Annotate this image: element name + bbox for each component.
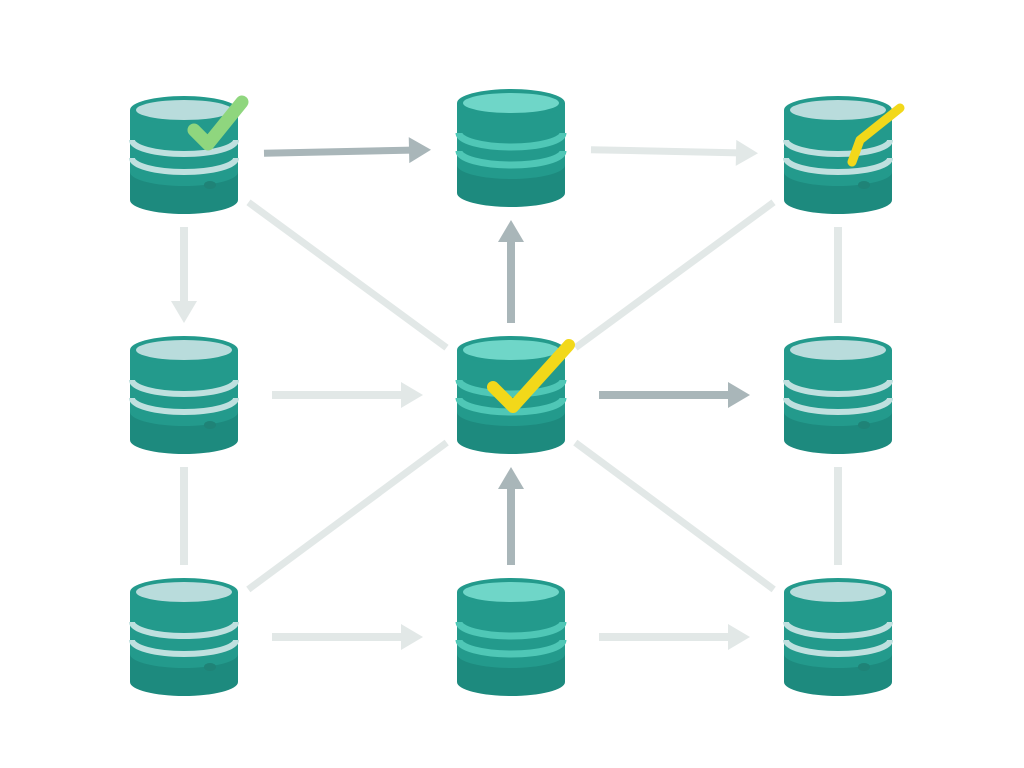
db-band bbox=[455, 639, 567, 658]
status-light-icon bbox=[858, 181, 870, 189]
db-band bbox=[783, 379, 893, 397]
db-band bbox=[783, 139, 893, 157]
connector-line bbox=[246, 199, 449, 351]
status-light-icon bbox=[204, 663, 216, 671]
db-band bbox=[129, 621, 239, 639]
arrowhead-icon bbox=[401, 382, 423, 408]
db-band bbox=[129, 139, 239, 157]
status-light-icon bbox=[204, 181, 216, 189]
db-band bbox=[129, 379, 239, 397]
edge-center-to-top-middle bbox=[498, 220, 524, 323]
db-top bbox=[463, 582, 559, 602]
database-node-top-left[interactable] bbox=[129, 95, 249, 214]
database-node-middle-right[interactable] bbox=[783, 336, 893, 454]
database-node-center[interactable] bbox=[455, 336, 575, 454]
edge-center-to-bottom-right bbox=[573, 439, 776, 593]
db-band bbox=[783, 621, 893, 639]
status-light-icon bbox=[858, 663, 870, 671]
arrowhead-icon bbox=[735, 139, 759, 166]
status-light-icon bbox=[858, 421, 870, 429]
edge-center-to-top-right bbox=[573, 199, 776, 351]
db-band bbox=[455, 150, 567, 169]
db-band bbox=[129, 157, 239, 175]
edge-top-left-to-top-middle bbox=[263, 137, 432, 164]
db-top bbox=[463, 340, 559, 360]
arrowhead-icon bbox=[401, 624, 423, 650]
arrowhead-icon bbox=[408, 137, 432, 164]
edges-layer bbox=[171, 137, 842, 650]
edge-middle-left-to-center bbox=[272, 382, 423, 408]
db-top bbox=[136, 100, 232, 120]
arrowhead-icon bbox=[171, 301, 197, 323]
db-band bbox=[129, 639, 239, 657]
edge-top-middle-to-top-right bbox=[590, 139, 759, 166]
checkmark-icon bbox=[187, 95, 249, 151]
db-top bbox=[790, 340, 886, 360]
nodes-layer bbox=[129, 89, 905, 696]
database-node-bottom-middle[interactable] bbox=[455, 578, 567, 696]
connector-line bbox=[263, 146, 418, 157]
database-node-top-middle[interactable] bbox=[455, 89, 567, 207]
edge-top-left-to-middle-left bbox=[171, 227, 197, 323]
db-band bbox=[455, 379, 567, 398]
edge-bottom-middle-to-bottom-right bbox=[599, 624, 750, 650]
edge-center-to-bottom-left bbox=[246, 439, 449, 593]
db-band bbox=[783, 397, 893, 415]
connector-line bbox=[573, 439, 776, 593]
db-band bbox=[783, 157, 893, 175]
connector-line bbox=[246, 439, 449, 593]
db-band bbox=[783, 639, 893, 657]
connector-line bbox=[590, 146, 745, 157]
db-top bbox=[790, 100, 886, 120]
db-top bbox=[790, 582, 886, 602]
database-node-bottom-left[interactable] bbox=[129, 578, 239, 696]
checkmark-icon bbox=[847, 103, 905, 167]
db-top bbox=[136, 340, 232, 360]
db-top bbox=[463, 93, 559, 113]
db-top bbox=[136, 582, 232, 602]
database-node-bottom-right[interactable] bbox=[783, 578, 893, 696]
database-node-middle-left[interactable] bbox=[129, 336, 239, 454]
status-light-icon bbox=[204, 421, 216, 429]
arrowhead-icon bbox=[498, 467, 524, 489]
arrowhead-icon bbox=[498, 220, 524, 242]
checkmark-icon bbox=[487, 339, 575, 413]
db-band bbox=[129, 397, 239, 415]
edge-center-to-middle-right bbox=[599, 382, 750, 408]
db-band bbox=[455, 132, 567, 151]
edge-bottom-middle-to-center bbox=[498, 467, 524, 565]
arrowhead-icon bbox=[728, 624, 750, 650]
edge-top-left-to-center bbox=[246, 199, 449, 351]
connector-line bbox=[573, 199, 776, 351]
edge-bottom-left-to-bottom-middle bbox=[272, 624, 423, 650]
db-band bbox=[455, 621, 567, 640]
database-node-top-right[interactable] bbox=[783, 96, 905, 214]
arrowhead-icon bbox=[728, 382, 750, 408]
